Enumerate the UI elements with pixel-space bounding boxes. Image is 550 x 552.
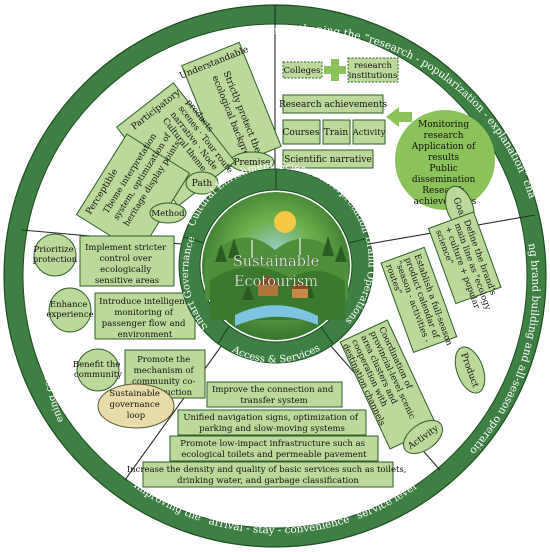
access-item-2-line1: Unified navigation signs, optimization o… <box>183 413 359 423</box>
access-item-1 <box>206 381 343 408</box>
access-item-2-line2: parking and slow-moving systems <box>199 424 345 434</box>
enhance-line2: experience <box>46 310 93 320</box>
benefit-desc-1: Promote the <box>137 355 190 365</box>
product-desc-box <box>380 246 458 354</box>
benefit-desc-3: community co- <box>132 377 195 387</box>
river-icon <box>235 305 318 326</box>
goal-desc-box <box>427 211 502 305</box>
svg-text:Unified navigation signs, opti: Unified navigation signs, optimization o… <box>183 413 360 434</box>
colleges-box <box>282 61 323 79</box>
svg-text:Introduce intelligent mo: Introduce intelligent monitoring of pass… <box>99 297 191 340</box>
train-label: Train <box>324 128 349 138</box>
access-item-1-line2: transfer system <box>240 396 307 406</box>
svg-text:Benefit the community: Benefit the community <box>73 360 123 380</box>
benefit-line2: community <box>74 370 122 380</box>
loop-line1: Sustainable <box>109 389 160 399</box>
research-achievements-label: Research achievements <box>279 100 388 110</box>
enhance-desc-1: Introduce intelligent <box>99 297 189 307</box>
activity-label: Activity <box>352 128 386 138</box>
scientific-narrative-box <box>282 149 374 169</box>
svg-text:Prioritize protection: Prioritize protection <box>33 245 78 265</box>
access-item-4-line1: Increase the density and quality of basi… <box>127 465 407 475</box>
access-item-4-line2: drinking water, and garbage classificati… <box>177 476 359 486</box>
courses-label: Courses <box>283 128 320 138</box>
governance-loop-node <box>97 383 175 429</box>
benefit-line1: Benefit the <box>73 360 121 370</box>
plus-icon <box>324 59 346 81</box>
ecotourism-landscape-illustration <box>202 192 350 340</box>
prioritize-desc-2: control over <box>99 254 152 264</box>
science-section: Colleges research institutions Research … <box>279 57 495 210</box>
prioritize-desc-4: sensitive areas <box>95 276 159 286</box>
access-section: Improve the connection and transfer syst… <box>127 381 409 488</box>
access-item-3-line1: Promote low-impact infrastructure such a… <box>180 439 365 449</box>
svg-text:Promote low-impact infrastruct: Promote low-impact infrastructure such a… <box>180 439 368 460</box>
scientific-narrative-label: Scientific narrative <box>284 155 372 165</box>
enhance-line1: Enhance <box>50 300 88 310</box>
enhance-desc-3: passenger flow and <box>102 319 186 329</box>
access-item-4 <box>142 461 394 488</box>
sun-icon <box>274 211 296 233</box>
inner-dividers <box>183 169 369 345</box>
method-node <box>149 202 187 224</box>
courses-box <box>282 119 321 145</box>
center-title-line1: Sustainable <box>233 254 319 270</box>
enhance-node <box>48 287 92 333</box>
center-title-line2: Ecotourism <box>234 274 318 290</box>
prioritize-node <box>33 233 77 277</box>
premise-label: Premise <box>233 158 270 168</box>
benefit-desc-2: mechanism of <box>134 366 195 376</box>
svg-text:Enhance experience: Enhance experience <box>46 300 93 320</box>
train-box <box>322 119 351 145</box>
access-item-2 <box>177 409 367 436</box>
governance-section: Prioritize protection Implement stricter… <box>33 233 206 429</box>
activity-node <box>402 419 444 455</box>
research-achievements-box <box>282 94 384 114</box>
svg-text:Improve the connection and: Improve the connection and transfer syst… <box>212 385 336 406</box>
research-institutions-line1: research <box>354 61 392 71</box>
prioritize-desc-3: ecologically <box>100 265 151 275</box>
benefit-node <box>76 348 120 392</box>
prioritize-desc-box <box>79 235 175 287</box>
arrow-left-icon <box>386 107 412 127</box>
enhance-desc-4: environment <box>118 330 173 340</box>
svg-text:Implement stricter contr: Implement stricter control over ecologic… <box>85 243 169 286</box>
loop-line2: governance <box>110 400 160 410</box>
prioritize-line2: protection <box>33 255 78 265</box>
colleges-label: Colleges <box>284 66 321 76</box>
svg-text:Sustainable governance: Sustainable governance loop <box>109 389 162 421</box>
enhance-desc-2: monitoring of <box>114 308 173 318</box>
prioritize-desc-1: Implement stricter <box>85 243 167 253</box>
access-item-1-line1: Improve the connection and <box>212 385 334 395</box>
method-label: Method <box>151 209 185 219</box>
path-label: Path <box>192 179 213 189</box>
svg-text:Increase the density and quali: Increase the density and quality of basi… <box>127 465 409 486</box>
culture-section: Understandable Strictly protect the ecol… <box>75 41 282 255</box>
path-node <box>185 171 219 195</box>
research-institutions-box <box>347 57 399 83</box>
prioritize-line1: Prioritize <box>34 245 74 255</box>
loop-line3: loop <box>127 411 146 421</box>
activity-box <box>352 119 386 145</box>
access-item-3 <box>169 435 379 462</box>
access-item-3-line2: ecological toilets and permeable pavemen… <box>181 450 367 460</box>
product-node <box>454 346 486 394</box>
monitoring-circle <box>395 110 495 210</box>
research-institutions-line2: institutions <box>349 71 398 81</box>
